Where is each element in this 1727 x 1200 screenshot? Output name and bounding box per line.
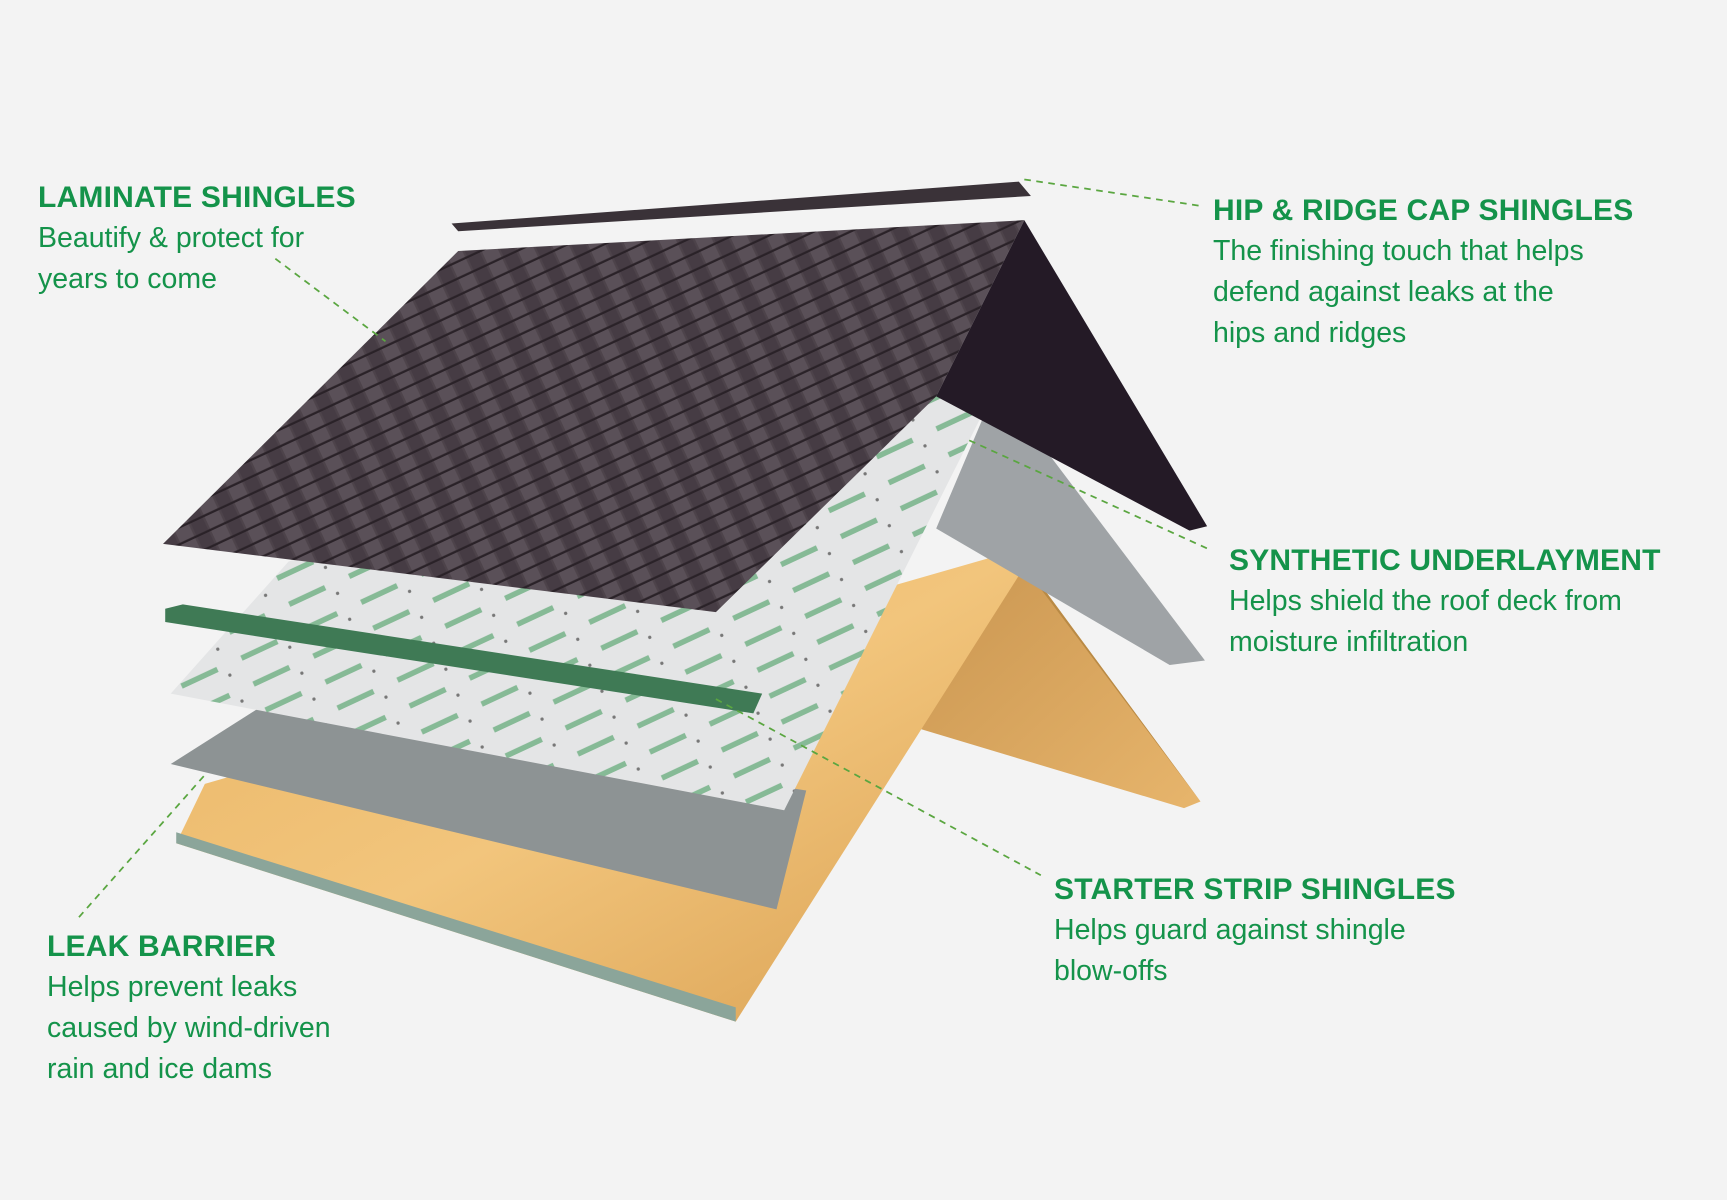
label-description: Beautify & protect for years to come — [38, 222, 305, 295]
label-leak-barrier: LEAK BARRIER Helps prevent leaks caused … — [47, 927, 331, 1090]
label-title: STARTER STRIP SHINGLES — [1054, 873, 1456, 906]
starter-strip-layer — [165, 604, 763, 714]
label-hip-ridge-cap: HIP & RIDGE CAP SHINGLES The finishing t… — [1213, 191, 1633, 354]
leader-lines — [76, 178, 1212, 920]
label-title: SYNTHETIC UNDERLAYMENT — [1229, 544, 1661, 577]
label-description: The finishing touch that helps defend ag… — [1213, 235, 1584, 349]
label-starter-strip: STARTER STRIP SHINGLES Helps guard again… — [1054, 870, 1456, 992]
laminate-shingles-layer — [163, 220, 1208, 613]
label-title: LAMINATE SHINGLES — [38, 181, 356, 214]
label-laminate-shingles: LAMINATE SHINGLES Beautify & protect for… — [38, 178, 356, 300]
label-synthetic-underlayment: SYNTHETIC UNDERLAYMENT Helps shield the … — [1229, 541, 1661, 663]
leak-barrier-layer — [170, 704, 807, 910]
label-title: HIP & RIDGE CAP SHINGLES — [1213, 194, 1634, 227]
label-description: Helps guard against shingle blow-offs — [1054, 914, 1406, 987]
label-title: LEAK BARRIER — [47, 930, 277, 963]
label-description: Helps shield the roof deck from moisture… — [1229, 585, 1622, 658]
label-description: Helps prevent leaks caused by wind-drive… — [47, 971, 331, 1085]
ridge-cap-layer — [451, 181, 1031, 232]
